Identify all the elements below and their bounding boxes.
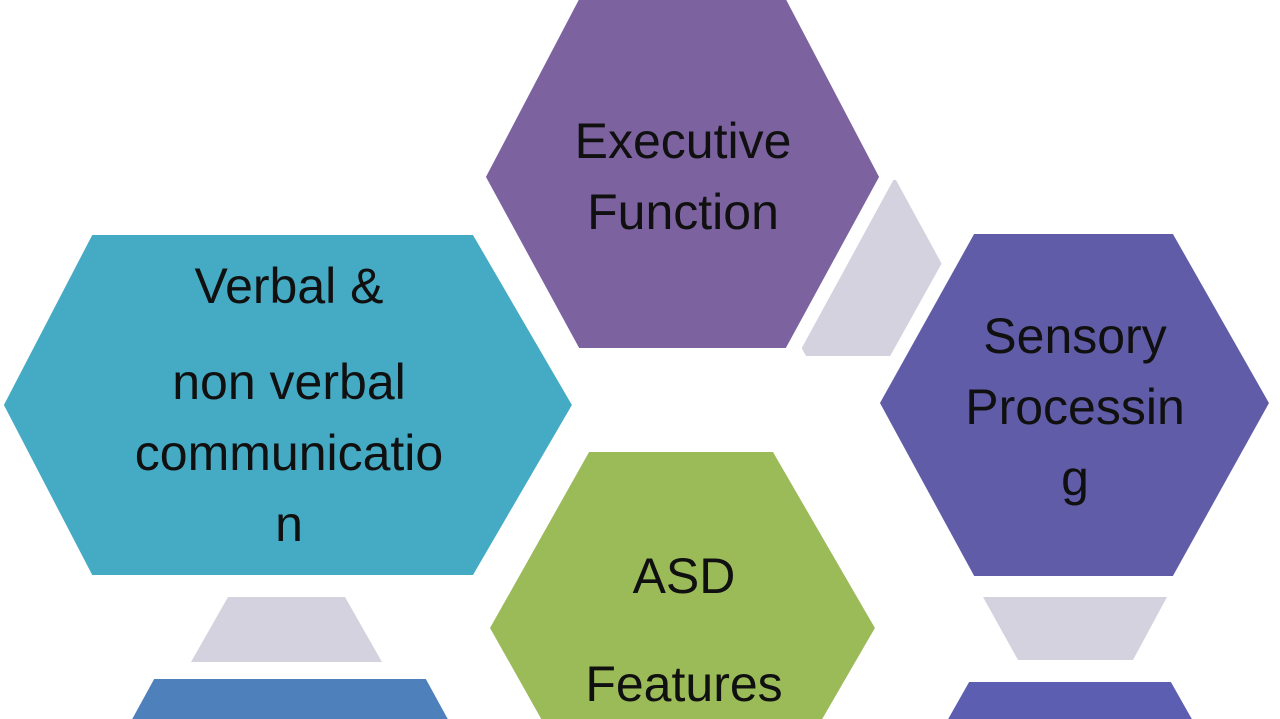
executive-function-label: Executive Function	[575, 106, 792, 248]
hexagon-verbal-nonverbal	[0, 221, 589, 589]
label-line: Features	[585, 656, 783, 712]
label-line: ASD	[632, 548, 736, 604]
label-line: Verbal &	[194, 258, 384, 314]
sensory-processing-label: Sensory Processin g	[965, 301, 1185, 514]
hexagon-partial-bottom-right	[932, 668, 1208, 719]
label-line: Processin	[965, 379, 1185, 435]
hexagon-asd-features	[473, 438, 892, 719]
verbal-nonverbal-label: Verbal & non verbal communicatio n	[135, 251, 443, 560]
label-line: non verbal	[172, 354, 406, 410]
label-line: Sensory	[983, 308, 1167, 364]
hexagon-sensory-processing	[864, 220, 1280, 590]
label-line: g	[1061, 450, 1089, 506]
label-line: Function	[587, 184, 779, 240]
label-line: n	[275, 496, 303, 552]
label-line: Executive	[574, 113, 792, 169]
hexagon-executive-function	[470, 0, 895, 362]
hexagon-partial-bottom-left	[116, 665, 464, 719]
asd-features-label: ASD Features	[585, 541, 782, 719]
label-line: communicatio	[134, 425, 444, 481]
connector-hexagon-bottom-right	[983, 597, 1167, 660]
connector-hexagon-bottom-left	[191, 597, 382, 662]
